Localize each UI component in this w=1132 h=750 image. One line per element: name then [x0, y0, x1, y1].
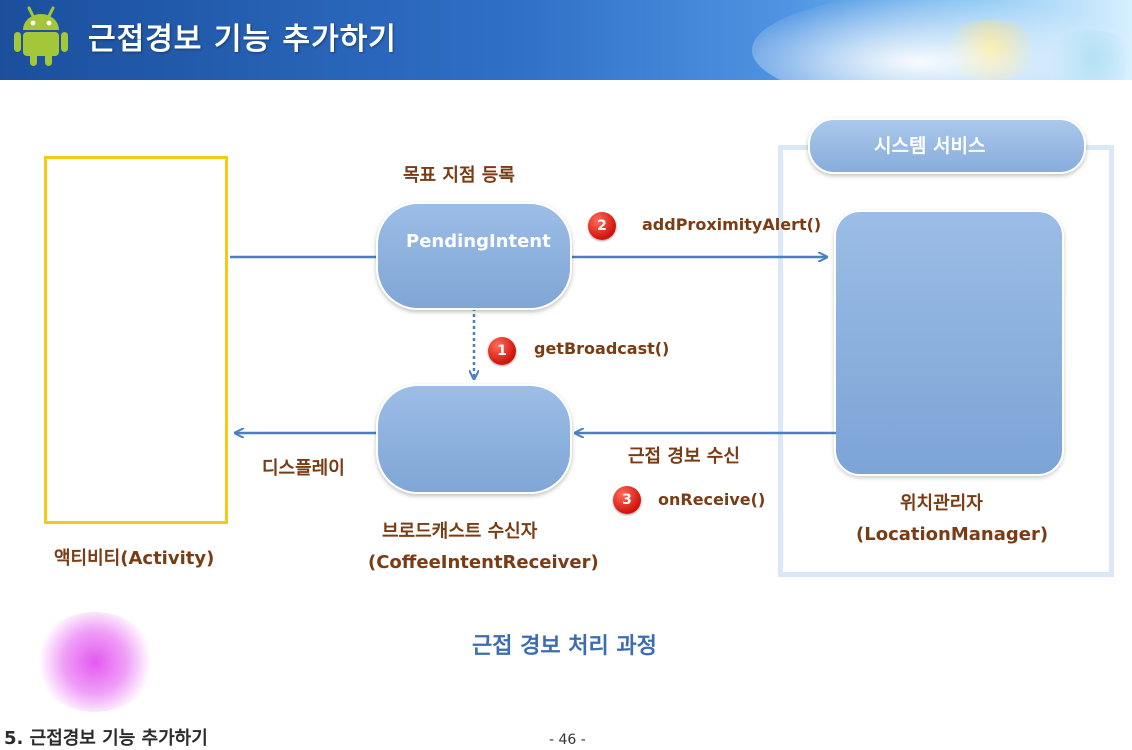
proximity-receive-label: 근접 경보 수신 — [628, 446, 740, 467]
on-receive-label: onReceive() — [658, 490, 766, 509]
activity-label: 액티비티(Activity) — [54, 548, 215, 569]
page-title: 근접경보 기능 추가하기 — [88, 22, 397, 57]
banner-wave — [752, 0, 1132, 80]
footer-glow — [35, 612, 155, 712]
location-manager-box — [834, 210, 1064, 476]
display-label: 디스플레이 — [262, 458, 345, 479]
get-broadcast-label: getBroadcast() — [534, 339, 670, 358]
step-1-badge: 1 — [488, 337, 516, 365]
step-2-badge: 2 — [588, 212, 616, 240]
system-service-label: 시스템 서비스 — [874, 135, 986, 157]
step-3-badge: 3 — [613, 486, 641, 514]
pending-intent-label: PendingIntent — [406, 231, 551, 252]
diagram-caption: 근접 경보 처리 과정 — [472, 634, 657, 659]
android-robot-icon — [14, 6, 68, 66]
page-number: - 46 - — [549, 732, 586, 748]
location-manager-class: (LocationManager) — [856, 524, 1049, 545]
title-banner: 근접경보 기능 추가하기 — [0, 0, 1132, 80]
broadcast-receiver-node — [376, 384, 572, 494]
system-service-tab — [808, 118, 1086, 174]
location-manager-name: 위치관리자 — [900, 493, 983, 514]
activity-box — [44, 156, 228, 524]
pending-intent-node — [376, 202, 572, 310]
broadcast-receiver-class: (CoffeeIntentReceiver) — [368, 552, 599, 573]
add-proximity-alert-label: addProximityAlert() — [642, 215, 822, 234]
footer-section-title: 5. 근접경보 기능 추가하기 — [4, 728, 208, 749]
register-target-label: 목표 지점 등록 — [403, 165, 515, 186]
broadcast-receiver-name: 브로드캐스트 수신자 — [382, 521, 538, 542]
